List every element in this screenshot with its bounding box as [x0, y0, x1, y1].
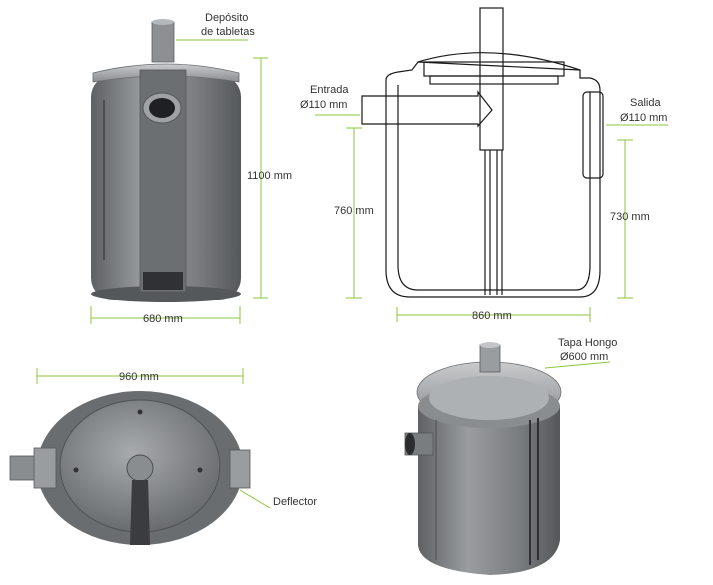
section-lid-base: [429, 75, 559, 85]
iso-tank-body: [418, 405, 560, 575]
deflector-opening: [143, 272, 183, 290]
inlet-pipe-hole: [149, 98, 175, 118]
inlet-label-1: Entrada: [310, 84, 349, 96]
section-lid-ring: [423, 61, 565, 77]
top-view-inlet-pipe: [9, 455, 39, 481]
top-view-outlet-pipe: [229, 449, 251, 489]
lid-leader: [544, 361, 611, 369]
width-section-label: 860 mm: [472, 310, 512, 322]
section-view: Entrada Ø110 mm Salida Ø110 mm 760 mm 73…: [300, 7, 668, 322]
top-view: 960 mm Deflector: [9, 368, 317, 545]
deflector-label: Deflector: [273, 496, 317, 508]
outlet-height-label: 730 mm: [610, 211, 650, 223]
section-outlet-pipe: [582, 91, 604, 179]
section-tablet-pipe: [479, 7, 504, 151]
inlet-height-label: 760 mm: [334, 205, 374, 217]
tablet-deposit-label-2: de tabletas: [201, 26, 255, 38]
width-front-label: 680 mm: [143, 313, 183, 325]
outlet-label-2: Ø110 mm: [620, 112, 667, 124]
inlet-label-2: Ø110 mm: [300, 99, 347, 111]
deflector-leader: [239, 489, 271, 509]
tablet-deposit-label-1: Depósito: [205, 12, 248, 24]
section-outline: [385, 61, 601, 298]
iso-tablet-pipe: [479, 344, 501, 373]
section-inlet-pipe: [361, 90, 493, 128]
section-inner-wall: [397, 85, 591, 291]
section-lid-curve: [417, 52, 581, 71]
tablet-deposit-pipe: [151, 21, 175, 63]
iso-view: Tapa Hongo Ø600 mm: [404, 337, 617, 575]
top-view-deflector: [130, 480, 150, 545]
outlet-label-1: Salida: [630, 97, 661, 109]
tablet-deposit-top: [152, 19, 174, 25]
width-top-label: 960 mm: [119, 371, 159, 383]
height-label: 1100 mm: [247, 170, 292, 182]
lid-label-2: Ø600 mm: [560, 351, 608, 363]
lid-label-1: Tapa Hongo: [558, 337, 617, 349]
front-view: 1100 mm 680 mm Depósito de tabletas: [90, 12, 292, 325]
tank-base: [91, 286, 241, 302]
top-view-tablet-pipe: [126, 454, 154, 482]
